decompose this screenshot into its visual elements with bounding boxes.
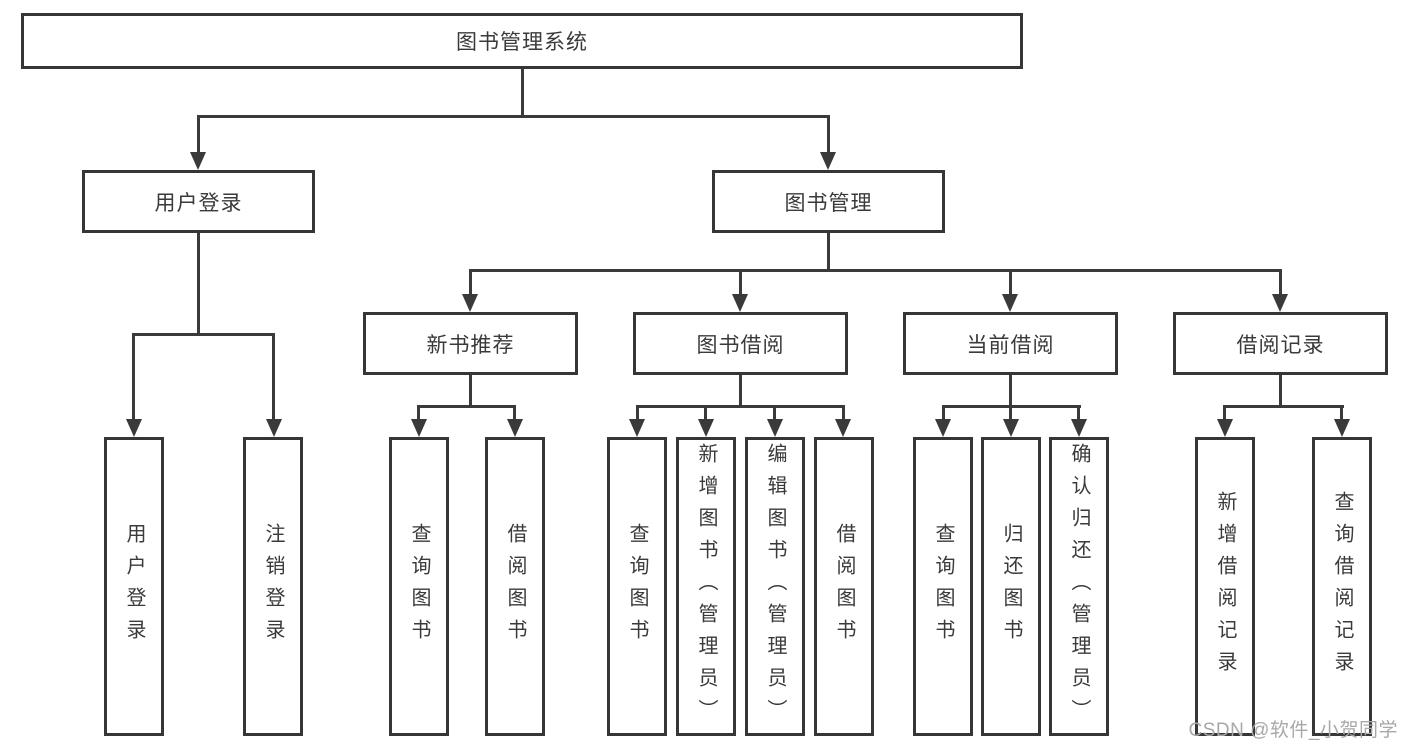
arrowhead-cb-confirm xyxy=(1071,419,1087,437)
connector-borrow-records-stem xyxy=(1279,375,1282,407)
leaf-cb-return-books: 归还图书 xyxy=(981,437,1041,736)
leaf-br-query-record-label: 查询借阅记录 xyxy=(1331,490,1353,683)
node-current-borrow-label: 当前借阅 xyxy=(966,333,1055,357)
connector-new-book-rail xyxy=(417,405,516,408)
leaf-br-add-record-label: 新增借阅记录 xyxy=(1214,490,1236,683)
arrowhead-nb-query xyxy=(411,419,427,437)
arrowhead-bb-add xyxy=(698,419,714,437)
connector-nb-query-drop xyxy=(417,405,420,421)
connector-borrow-records-drop xyxy=(1279,269,1282,295)
connector-bb-add-drop xyxy=(704,405,707,421)
arrowhead-borrow-records xyxy=(1272,294,1288,312)
leaf-nb-borrow-books: 借阅图书 xyxy=(485,437,545,736)
node-new-book-rec-label: 新书推荐 xyxy=(426,333,515,357)
node-current-borrow: 当前借阅 xyxy=(903,312,1118,375)
node-book-borrow-label: 图书借阅 xyxy=(696,333,785,357)
arrowhead-book-mgmt xyxy=(820,152,836,170)
node-user-login: 用户登录 xyxy=(82,170,315,233)
leaf-nb-query-books: 查询图书 xyxy=(389,437,449,736)
connector-bb-edit-drop xyxy=(773,405,776,421)
connector-root-stem xyxy=(521,69,524,118)
leaf-bb-add-books: 新增图书（管理员） xyxy=(676,437,736,736)
leaf-cb-confirm-return: 确认归还（管理员） xyxy=(1049,437,1109,736)
connector-book-mgmt-drop xyxy=(827,115,830,153)
connector-nb-borrow-drop xyxy=(513,405,516,421)
leaf-bb-edit-books: 编辑图书（管理员） xyxy=(745,437,805,736)
arrowhead-current-borrow xyxy=(1002,294,1018,312)
arrowhead-bb-borrow xyxy=(835,419,851,437)
node-book-mgmt: 图书管理 xyxy=(712,170,945,233)
arrowhead-book-borrow xyxy=(732,294,748,312)
leaf-br-add-record: 新增借阅记录 xyxy=(1195,437,1255,736)
connector-leaf-logout-drop xyxy=(272,333,275,419)
leaf-bb-borrow-books-label: 借阅图书 xyxy=(833,522,855,651)
connector-user-login-rail xyxy=(132,333,275,336)
connector-cb-return-drop xyxy=(1009,405,1012,421)
connector-cb-query-drop xyxy=(942,405,945,421)
leaf-bb-borrow-books: 借阅图书 xyxy=(814,437,874,736)
leaf-user-login: 用户登录 xyxy=(104,437,164,736)
connector-book-mgmt-stem xyxy=(827,233,830,272)
node-new-book-rec: 新书推荐 xyxy=(363,312,578,375)
arrowhead-cb-return xyxy=(1003,419,1019,437)
connector-cb-confirm-drop xyxy=(1077,405,1080,421)
connector-book-borrow-rail xyxy=(636,405,845,408)
connector-bb-borrow-drop xyxy=(842,405,845,421)
node-book-borrow: 图书借阅 xyxy=(633,312,848,375)
node-book-mgmt-label: 图书管理 xyxy=(784,191,873,215)
node-root: 图书管理系统 xyxy=(21,13,1023,69)
connector-l2-rail xyxy=(197,115,830,118)
leaf-cb-return-books-label: 归还图书 xyxy=(1000,522,1022,651)
arrowhead-br-query xyxy=(1334,419,1350,437)
leaf-cb-query-books: 查询图书 xyxy=(913,437,973,736)
connector-current-borrow-drop xyxy=(1009,269,1012,295)
leaf-bb-edit-books-label: 编辑图书（管理员） xyxy=(764,442,786,731)
arrowhead-br-add xyxy=(1217,419,1233,437)
arrowhead-user-login xyxy=(190,152,206,170)
connector-book-borrow-stem xyxy=(739,375,742,407)
leaf-logout-label: 注销登录 xyxy=(262,522,284,651)
leaf-cb-query-books-label: 查询图书 xyxy=(932,522,954,651)
connector-user-login-drop xyxy=(197,115,200,153)
arrowhead-new-book xyxy=(462,294,478,312)
leaf-logout: 注销登录 xyxy=(243,437,303,736)
leaf-bb-add-books-label: 新增图书（管理员） xyxy=(695,442,717,731)
leaf-user-login-label: 用户登录 xyxy=(123,522,145,651)
connector-br-add-drop xyxy=(1223,405,1226,421)
watermark: CSDN @软件_小贺同学 xyxy=(1188,720,1398,741)
connector-book-borrow-drop xyxy=(739,269,742,295)
connector-leaf-user-login-drop xyxy=(132,333,135,419)
connector-user-login-stem xyxy=(197,233,200,336)
node-root-label: 图书管理系统 xyxy=(456,31,588,54)
connector-borrow-records-rail xyxy=(1223,405,1344,408)
connector-br-query-drop xyxy=(1340,405,1343,421)
arrowhead-nb-borrow xyxy=(507,419,523,437)
node-borrow-records: 借阅记录 xyxy=(1173,312,1388,375)
arrowhead-leaf-user-login xyxy=(126,419,142,437)
connector-bb-query-drop xyxy=(636,405,639,421)
connector-l3-rail xyxy=(469,269,1282,272)
leaf-bb-query-books-label: 查询图书 xyxy=(626,522,648,651)
arrowhead-cb-query xyxy=(935,419,951,437)
leaf-br-query-record: 查询借阅记录 xyxy=(1312,437,1372,736)
node-user-login-label: 用户登录 xyxy=(154,191,243,215)
node-borrow-records-label: 借阅记录 xyxy=(1236,333,1325,357)
leaf-nb-query-books-label: 查询图书 xyxy=(408,522,430,651)
leaf-cb-confirm-return-label: 确认归还（管理员） xyxy=(1068,442,1090,731)
connector-new-book-drop xyxy=(469,269,472,295)
arrowhead-bb-query xyxy=(629,419,645,437)
arrowhead-bb-edit xyxy=(767,419,783,437)
arrowhead-leaf-logout xyxy=(266,419,282,437)
leaf-nb-borrow-books-label: 借阅图书 xyxy=(504,522,526,651)
leaf-bb-query-books: 查询图书 xyxy=(607,437,667,736)
connector-new-book-stem xyxy=(469,375,472,407)
connector-current-borrow-stem xyxy=(1009,375,1012,407)
